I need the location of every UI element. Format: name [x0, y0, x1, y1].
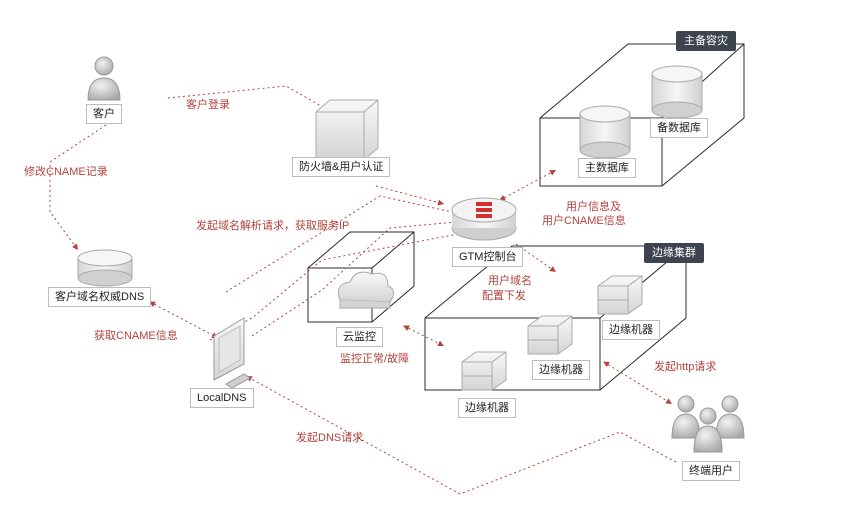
customer-login-annotation: 客户登录: [186, 99, 230, 111]
monitor-status-annotation: 监控正常/故障: [340, 353, 410, 365]
user-info-annotation: 用户信息及: [566, 201, 621, 213]
local-dns-icon: [213, 317, 251, 389]
firewall-label: 防火墙&用户认证: [292, 157, 391, 177]
http-request-annotation: 发起http请求: [654, 361, 717, 373]
local-dns-label: LocalDNS: [190, 388, 254, 408]
end-users-label: 终端用户: [682, 461, 740, 481]
domain-config-annotation: 用户域名: [488, 275, 532, 287]
config-push-annotation: 配置下发: [482, 290, 526, 302]
edge-machine-3-icon: [597, 275, 643, 315]
auth-dns-icon: [77, 249, 133, 287]
backup-db-icon: [651, 65, 703, 119]
edge-cluster-tag: 边缘集群: [644, 243, 704, 263]
master-db-label: 主数据库: [578, 158, 636, 178]
backup-db-label: 备数据库: [650, 118, 708, 138]
customer-icon: [87, 56, 121, 101]
customer-label: 客户: [86, 104, 122, 124]
disaster-recovery-group: [539, 43, 745, 187]
edge-machine-label: 边缘机器: [532, 360, 590, 380]
auth-dns-label: 客户域名权威DNS: [48, 287, 152, 307]
gtm-console-label: GTM控制台: [452, 247, 524, 267]
dns-request-annotation: 发起DNS请求: [296, 432, 364, 444]
modify-cname-annotation: 修改CNAME记录: [24, 166, 108, 178]
user-cname-info-annotation: 用户CNAME信息: [542, 215, 626, 227]
end-users-icon: [671, 395, 745, 453]
firewall-icon: [315, 99, 379, 161]
cloud-monitor-icon: [337, 271, 394, 309]
edge-machine-1-icon: [461, 351, 507, 391]
gtm-console-icon: [451, 197, 517, 241]
edge-machine-label: 边缘机器: [602, 320, 660, 340]
get-cname-annotation: 获取CNAME信息: [94, 330, 178, 342]
resolve-request-annotation: 发起域名解析请求，获取服务IP: [196, 220, 350, 232]
flow-lines: [49, 85, 677, 495]
cloud-monitor-label: 云监控: [336, 327, 383, 347]
master-db-icon: [579, 105, 631, 159]
edge-machine-label: 边缘机器: [458, 398, 516, 418]
edge-machine-2-icon: [527, 315, 573, 355]
edge-cluster-group: [424, 245, 687, 391]
disaster-recovery-tag: 主备容灾: [676, 31, 736, 51]
